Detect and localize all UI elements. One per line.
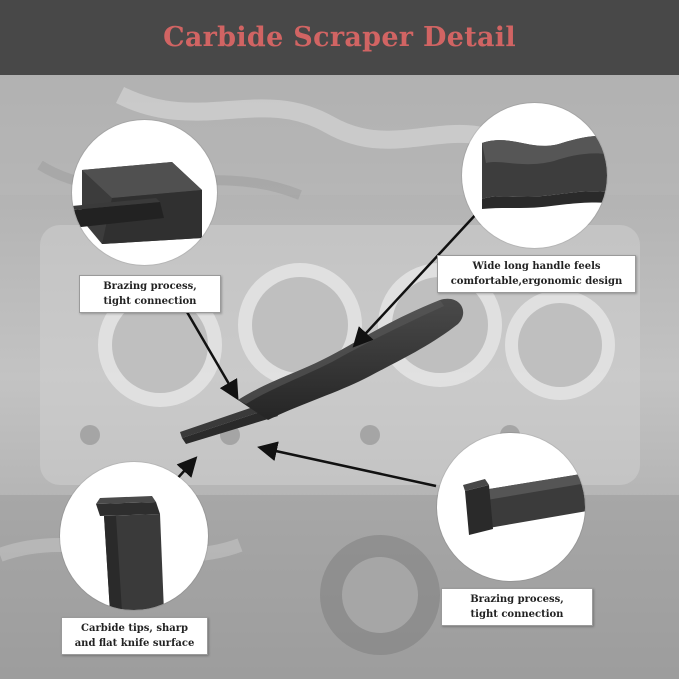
- carbide-tip-closeup: [96, 496, 164, 610]
- callout-text-line: tight connection: [103, 296, 197, 307]
- callout-label-handle: Wide long handle feels comfortable,ergon…: [437, 255, 636, 293]
- callout-text-line: Brazing process,: [470, 594, 564, 605]
- callout-text-line: Wide long handle feels: [472, 261, 601, 272]
- arrow-top-right: [352, 211, 479, 348]
- brazing-joint-closeup: [72, 162, 202, 244]
- callout-label-brazing-bottom: Brazing process, tight connection: [441, 588, 593, 626]
- detail-circle-brazing-bottom: [437, 433, 585, 581]
- callout-text-line: Brazing process,: [103, 281, 197, 292]
- callout-label-brazing-top: Brazing process, tight connection: [79, 275, 221, 313]
- arrow-bottom-right: [257, 441, 437, 488]
- detail-circle-handle: [462, 103, 607, 248]
- scraper-tool: [180, 298, 464, 444]
- callout-text-line: tight connection: [470, 609, 564, 620]
- handle-closeup: [482, 136, 607, 209]
- brazing-tip-closeup: [463, 473, 585, 535]
- callout-text-line: comfortable,ergonomic design: [450, 276, 623, 287]
- callout-text-line: and flat knife surface: [74, 638, 195, 649]
- detail-circle-carbide-tip: [60, 462, 208, 610]
- callout-label-carbide-tip: Carbide tips, sharp and flat knife surfa…: [61, 617, 208, 655]
- header-bar: Carbide Scraper Detail: [0, 0, 679, 75]
- callout-text-line: Carbide tips, sharp: [81, 623, 188, 634]
- detail-circle-brazing-top: [72, 120, 217, 265]
- page-title: Carbide Scraper Detail: [163, 22, 516, 53]
- arrow-top-left: [178, 299, 239, 401]
